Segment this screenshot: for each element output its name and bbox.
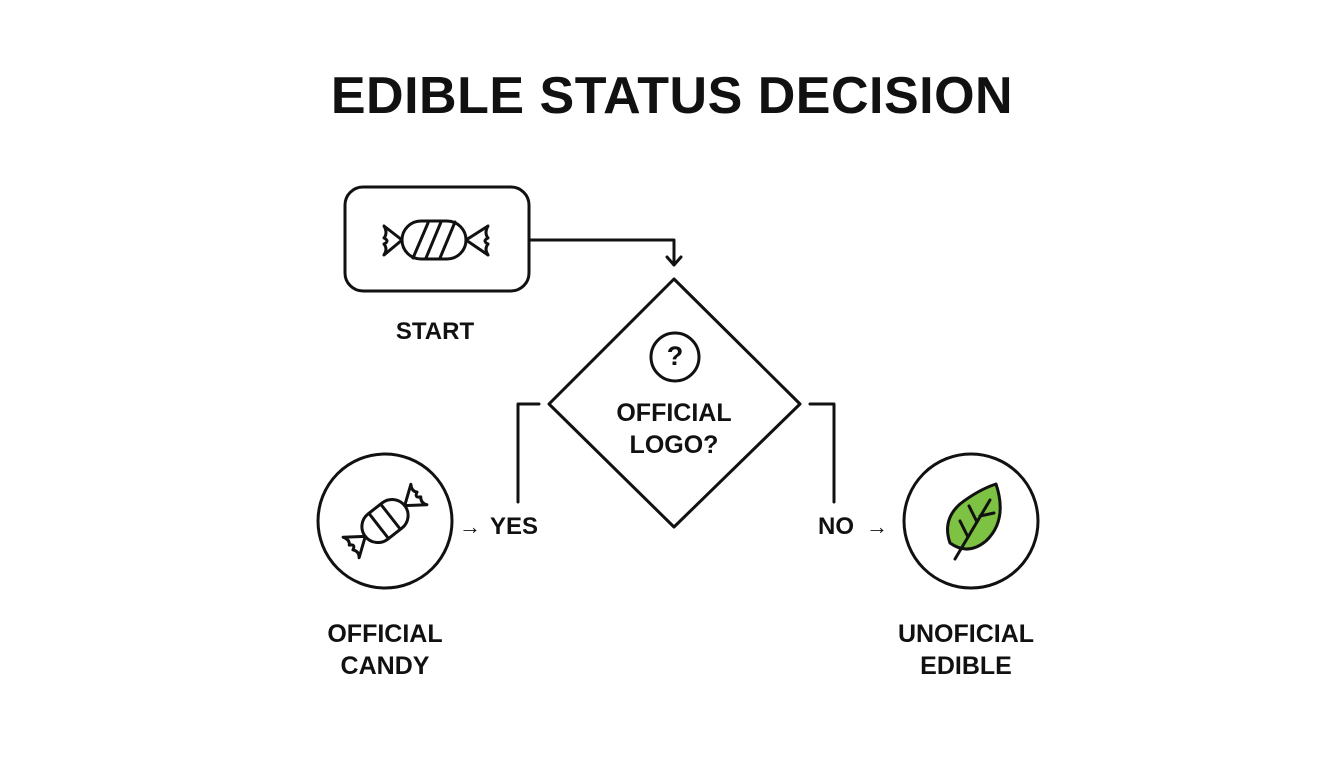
candy-icon	[341, 482, 429, 560]
decision-diamond[interactable]	[547, 277, 802, 529]
unofficial-edible-node[interactable]	[902, 452, 1040, 590]
connector-no	[808, 402, 836, 504]
unofficial-edible-label-line1: UNOFICIAL	[897, 620, 1035, 648]
candy-wrapped-icon	[382, 219, 490, 261]
question-circle-icon	[649, 331, 701, 383]
start-node-box[interactable]	[343, 185, 531, 293]
diagram-title: EDIBLE STATUS DECISION	[330, 67, 1014, 125]
official-candy-label-line1: OFFICIAL	[327, 620, 443, 648]
no-arrow-icon: →	[866, 514, 888, 539]
connector-start-to-decision	[527, 238, 676, 266]
no-label: NO	[818, 513, 854, 540]
question-mark-glyph: ?	[666, 341, 684, 371]
arrowhead-down-icon	[665, 255, 683, 267]
yes-label: YES	[490, 513, 539, 540]
connector-yes	[516, 402, 541, 504]
leaf-icon	[946, 482, 1002, 561]
decision-label-line1: OFFICIAL	[616, 399, 732, 427]
yes-arrow-icon: →	[459, 514, 481, 539]
official-candy-label-line2: CANDY	[340, 652, 430, 680]
start-label: START	[395, 318, 475, 345]
unofficial-edible-label-line2: EDIBLE	[920, 652, 1012, 680]
official-candy-node[interactable]	[316, 452, 454, 590]
decision-label-line2: LOGO?	[629, 431, 719, 459]
